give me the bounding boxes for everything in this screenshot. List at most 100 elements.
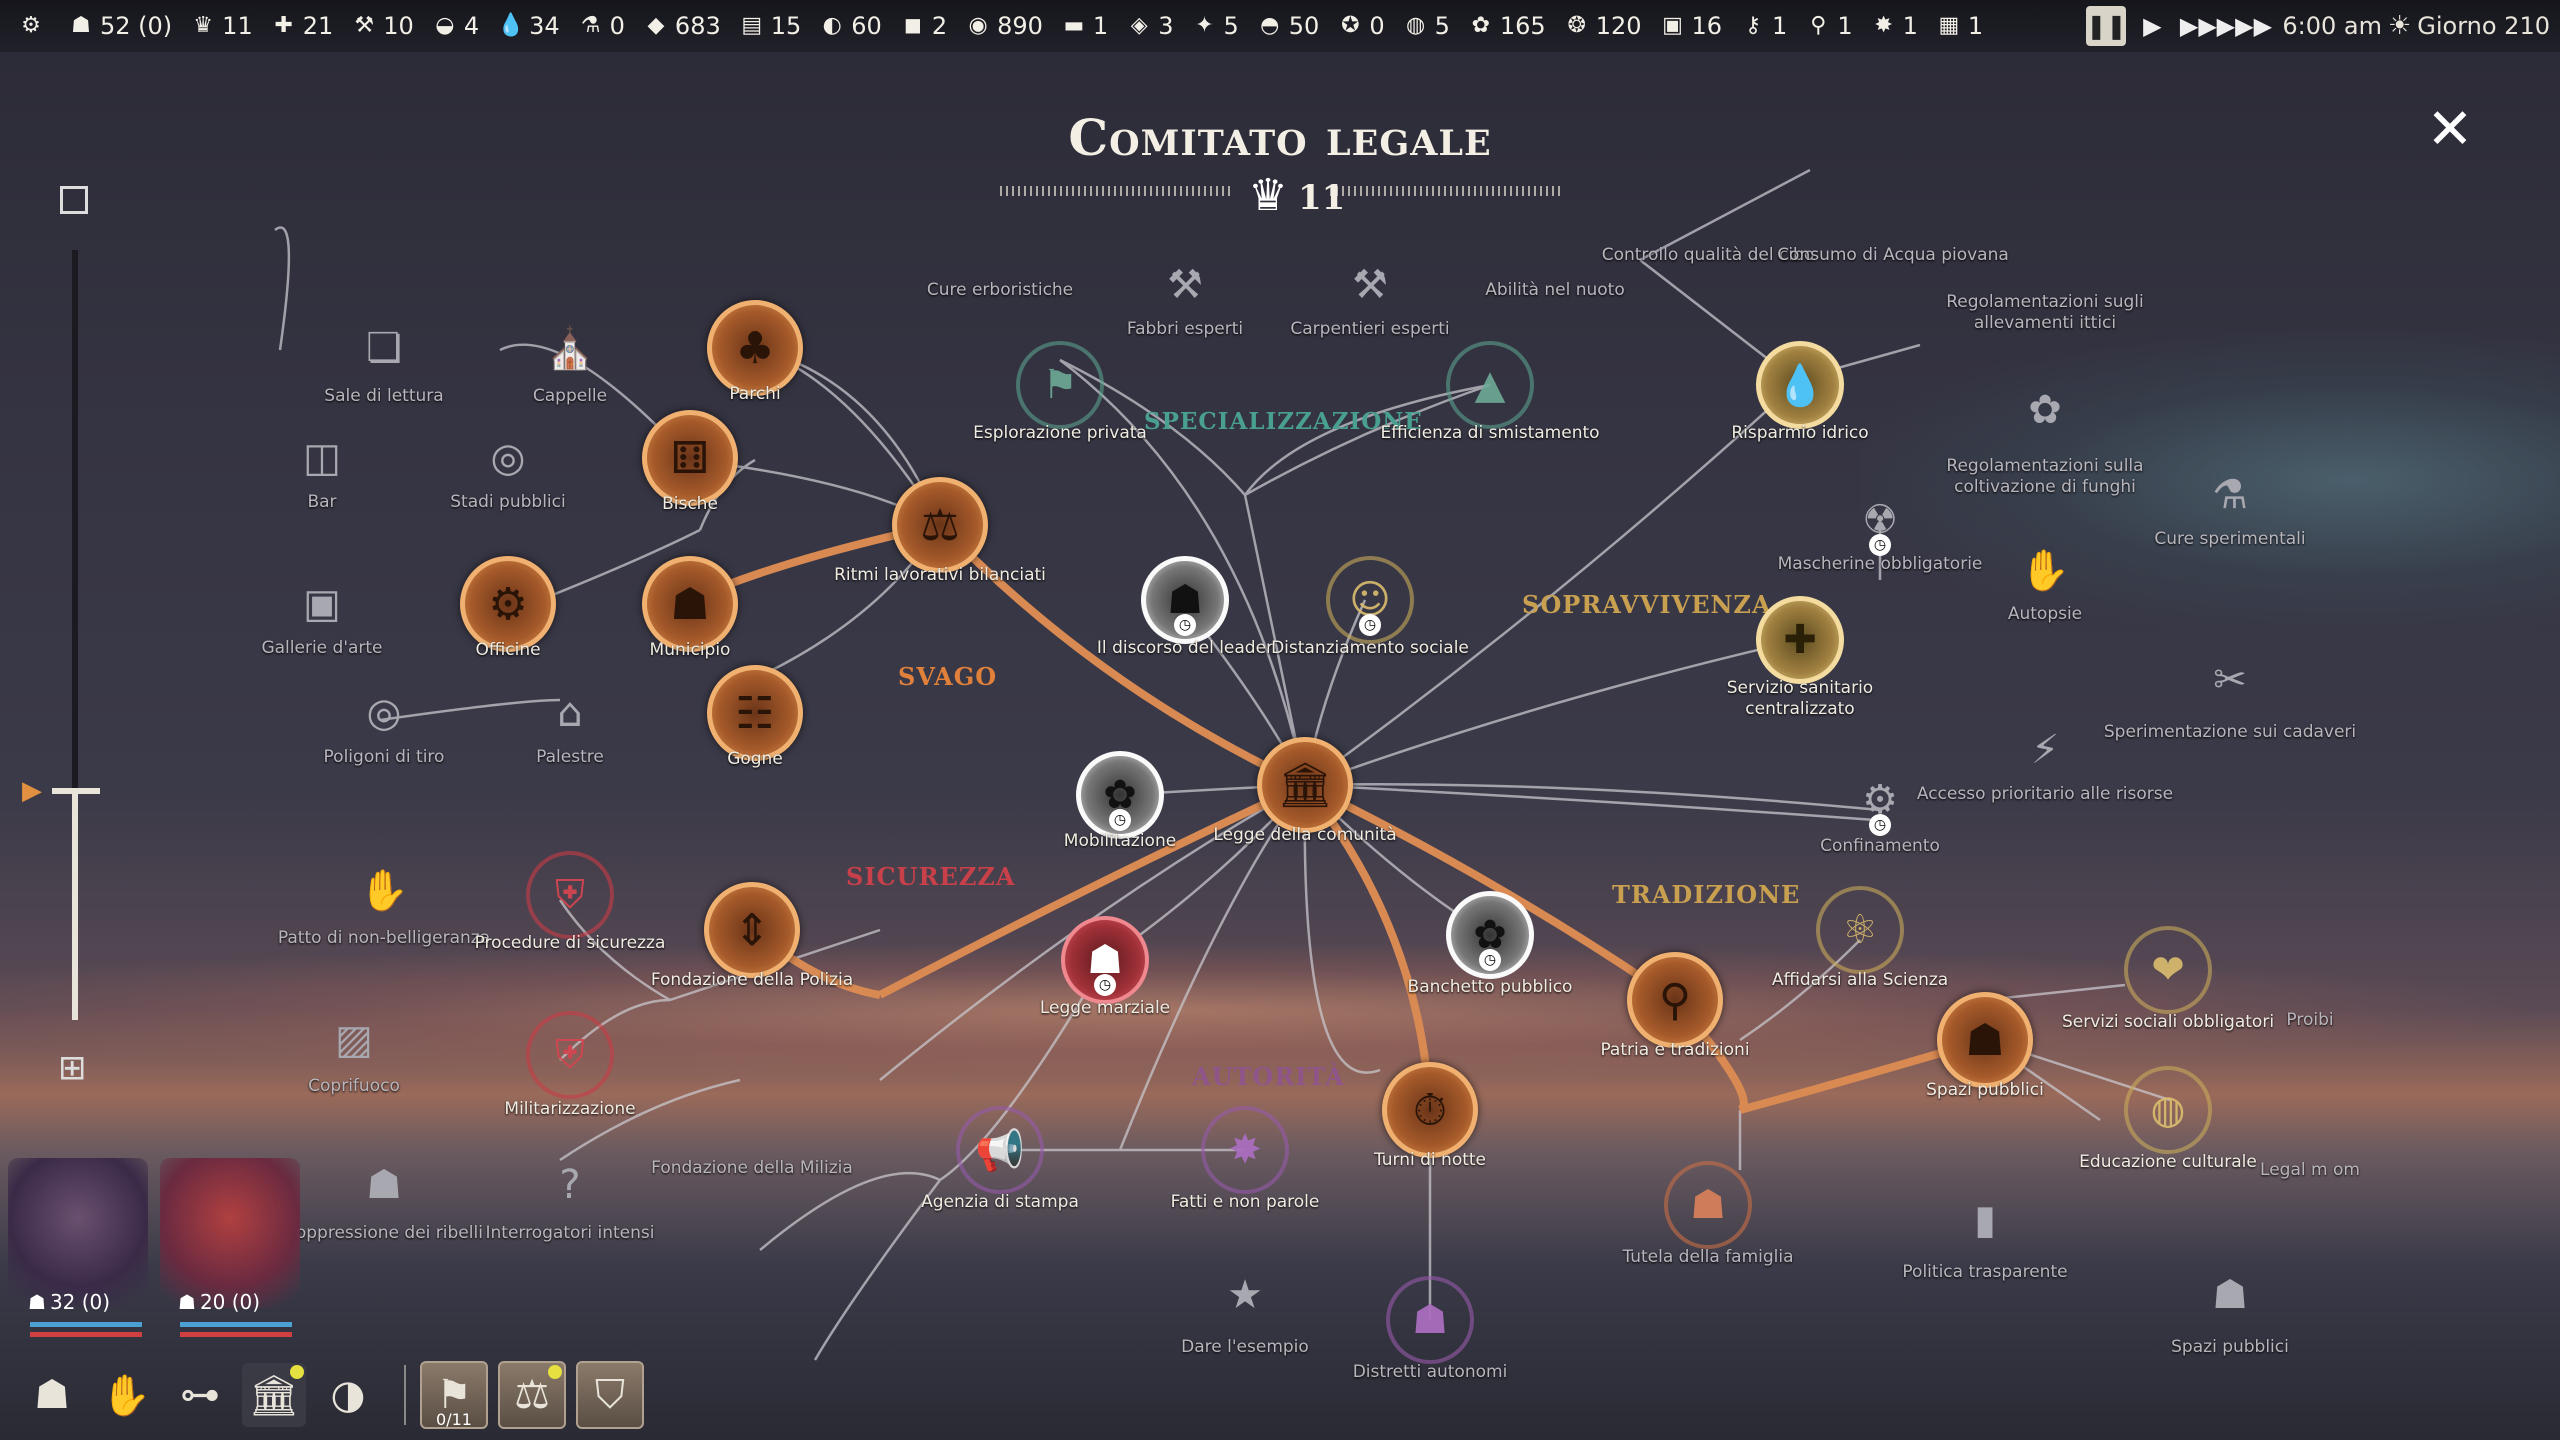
leader-portrait-1[interactable]	[8, 1158, 148, 1308]
bar-icon[interactable]: ◫	[303, 435, 341, 481]
saw-icon[interactable]: ⚒	[1352, 262, 1388, 308]
resource-population: ☗52 (0)	[68, 12, 172, 40]
curfew-icon[interactable]: ▨	[335, 1017, 373, 1063]
zoom-checkbox[interactable]	[60, 186, 88, 214]
law-label: Palestre	[536, 747, 604, 767]
zoom-track[interactable]	[72, 250, 78, 1020]
law-label: Affidarsi alla Scienza	[1771, 970, 1949, 990]
flag-button[interactable]: ⚑0/11	[420, 1361, 488, 1429]
target-icon[interactable]: ◎	[366, 690, 402, 736]
resource-value: 3	[1158, 12, 1174, 40]
resource-value: 21	[302, 12, 334, 40]
gym-icon[interactable]: ⌂	[557, 690, 583, 736]
law-label: Esplorazione privata	[973, 423, 1147, 443]
deeds-icon[interactable]: ✸	[1201, 1106, 1289, 1194]
law-label: Regolamentazioni sugli allevamenti ittic…	[1946, 292, 2144, 333]
resource-crate: ▣16	[1660, 12, 1722, 40]
law-icon[interactable]: 🏛	[242, 1363, 306, 1427]
stadium-icon[interactable]: ◎	[490, 435, 526, 481]
tree-sort-icon[interactable]: ▲	[1446, 341, 1534, 429]
handshake-icon[interactable]: ✋	[359, 867, 409, 914]
road-button[interactable]: ⛉	[576, 1361, 644, 1429]
fast-forward-button[interactable]: ▶▶	[2179, 12, 2217, 40]
atom-icon[interactable]: ⚛	[1816, 886, 1904, 974]
resource-wood: ▤15	[739, 12, 801, 40]
flag-icon[interactable]: ⚑	[1016, 341, 1104, 429]
tree-icon[interactable]: ♣	[707, 300, 803, 396]
night-shift-icon[interactable]: ⏱	[1382, 1062, 1478, 1158]
experiment-icon[interactable]: ✂	[2213, 657, 2247, 703]
law-label: Autopsie	[2007, 604, 2083, 624]
law-label: Legge marziale	[1039, 998, 1171, 1018]
leader-portrait-2[interactable]	[160, 1158, 300, 1308]
laws-count: 0/11	[436, 1410, 472, 1429]
public-space-2-icon[interactable]: ☗	[2212, 1272, 2248, 1318]
dice-icon[interactable]: ⚅	[642, 410, 738, 506]
hospital-icon[interactable]: ✚	[1756, 596, 1844, 684]
anvil-icon[interactable]: ⚒	[1167, 262, 1203, 308]
people-icon[interactable]: ☗	[34, 1372, 70, 1418]
law-label: Municipio	[649, 640, 731, 660]
water-drop-icon[interactable]: 💧	[1756, 341, 1844, 429]
globe-icon[interactable]: ◑	[330, 1372, 366, 1418]
district-icon[interactable]: ☗	[1386, 1276, 1474, 1364]
category-tradizione: TRADIZIONE	[1612, 880, 1801, 909]
population-icon: ☗	[71, 13, 91, 38]
pillory-icon[interactable]: ☷	[707, 665, 803, 761]
hope-value: 11	[1298, 178, 1346, 218]
close-button[interactable]: ✕	[2426, 97, 2474, 162]
mushroom-icon[interactable]: ✿	[2028, 387, 2062, 433]
homeland-icon[interactable]: ⚲	[1627, 952, 1723, 1048]
tree-icon[interactable]: ⊶	[180, 1372, 220, 1418]
gallery-icon[interactable]: ▣	[303, 581, 341, 627]
law-label: Interrogatori intensi	[485, 1223, 655, 1243]
public-space-icon[interactable]: ☗	[1937, 992, 2033, 1088]
overview-grid-icon[interactable]: ⊞	[58, 1048, 87, 1088]
vial-icon[interactable]: ⚗	[2212, 472, 2248, 518]
chapel-icon[interactable]: ⛪	[545, 325, 595, 372]
bottom-toolbar: ☗ ✋ ⊶ 🏛 ◑ ⚑0/11 ⚖ ⛉	[20, 1360, 654, 1430]
day-counter: Giorno 210	[2417, 12, 2550, 40]
social-icon[interactable]: ❤	[2124, 926, 2212, 1014]
community-icon: ☗	[178, 1290, 196, 1314]
law-label: Regolamentazioni sulla coltivazione di f…	[1946, 456, 2144, 497]
transparent-icon[interactable]: ▮	[1973, 1197, 1996, 1243]
autopsy-icon[interactable]: ✋	[2020, 547, 2070, 594]
law-label: Fabbri esperti	[1126, 319, 1244, 339]
leader-2-bar-blue	[180, 1322, 292, 1327]
hope-icon: ♛	[193, 13, 214, 38]
handshake-icon[interactable]: ✋	[101, 1372, 151, 1419]
pause-button[interactable]: ❚❚	[2086, 6, 2126, 46]
globe-culture-icon[interactable]: ◍	[2124, 1066, 2212, 1154]
example-icon[interactable]: ★	[1227, 1272, 1263, 1318]
resource-crystal: ✦5	[1191, 12, 1239, 40]
zoom-handle[interactable]	[52, 788, 100, 794]
play-button[interactable]: ▶	[2143, 12, 2162, 40]
scales-button[interactable]: ⚖	[498, 1361, 566, 1429]
law-label: Proibi	[2286, 1010, 2334, 1030]
police-icon[interactable]: ⇕	[704, 882, 800, 978]
militarize-icon[interactable]: ⛨	[526, 1011, 614, 1099]
interrogate-icon[interactable]: ?	[559, 1162, 581, 1208]
shield-icon[interactable]: ⛨	[526, 851, 614, 939]
suppress-icon[interactable]: ☗	[366, 1162, 402, 1208]
fastest-button[interactable]: ▶▶▶	[2216, 12, 2273, 40]
megaphone-icon[interactable]: 📢	[956, 1106, 1044, 1194]
timer-icon: ◷	[1869, 534, 1891, 556]
resource-grain: ❂120	[1564, 12, 1641, 40]
family-icon[interactable]: ☗	[1664, 1161, 1752, 1249]
workshop-icon[interactable]: ⚙	[460, 556, 556, 652]
townhall-icon[interactable]: ☗	[642, 556, 738, 652]
gem-icon: ◈	[1130, 13, 1148, 38]
book-icon[interactable]: ❏	[366, 325, 402, 371]
timer-icon: ◷	[1869, 814, 1891, 836]
law-label: Gogne	[727, 749, 783, 769]
gear-icon[interactable]: ⚙	[21, 13, 41, 38]
priority-icon[interactable]: ⚡	[2030, 727, 2060, 773]
community-law-icon[interactable]: 🏛	[1257, 737, 1353, 833]
resource-value: 5	[1223, 12, 1239, 40]
balance-icon[interactable]: ⚖	[892, 477, 988, 573]
resource-value: 1	[1092, 12, 1109, 40]
resource-food: ◒4	[432, 12, 479, 40]
speech-icon[interactable]: ☗	[1141, 556, 1229, 644]
